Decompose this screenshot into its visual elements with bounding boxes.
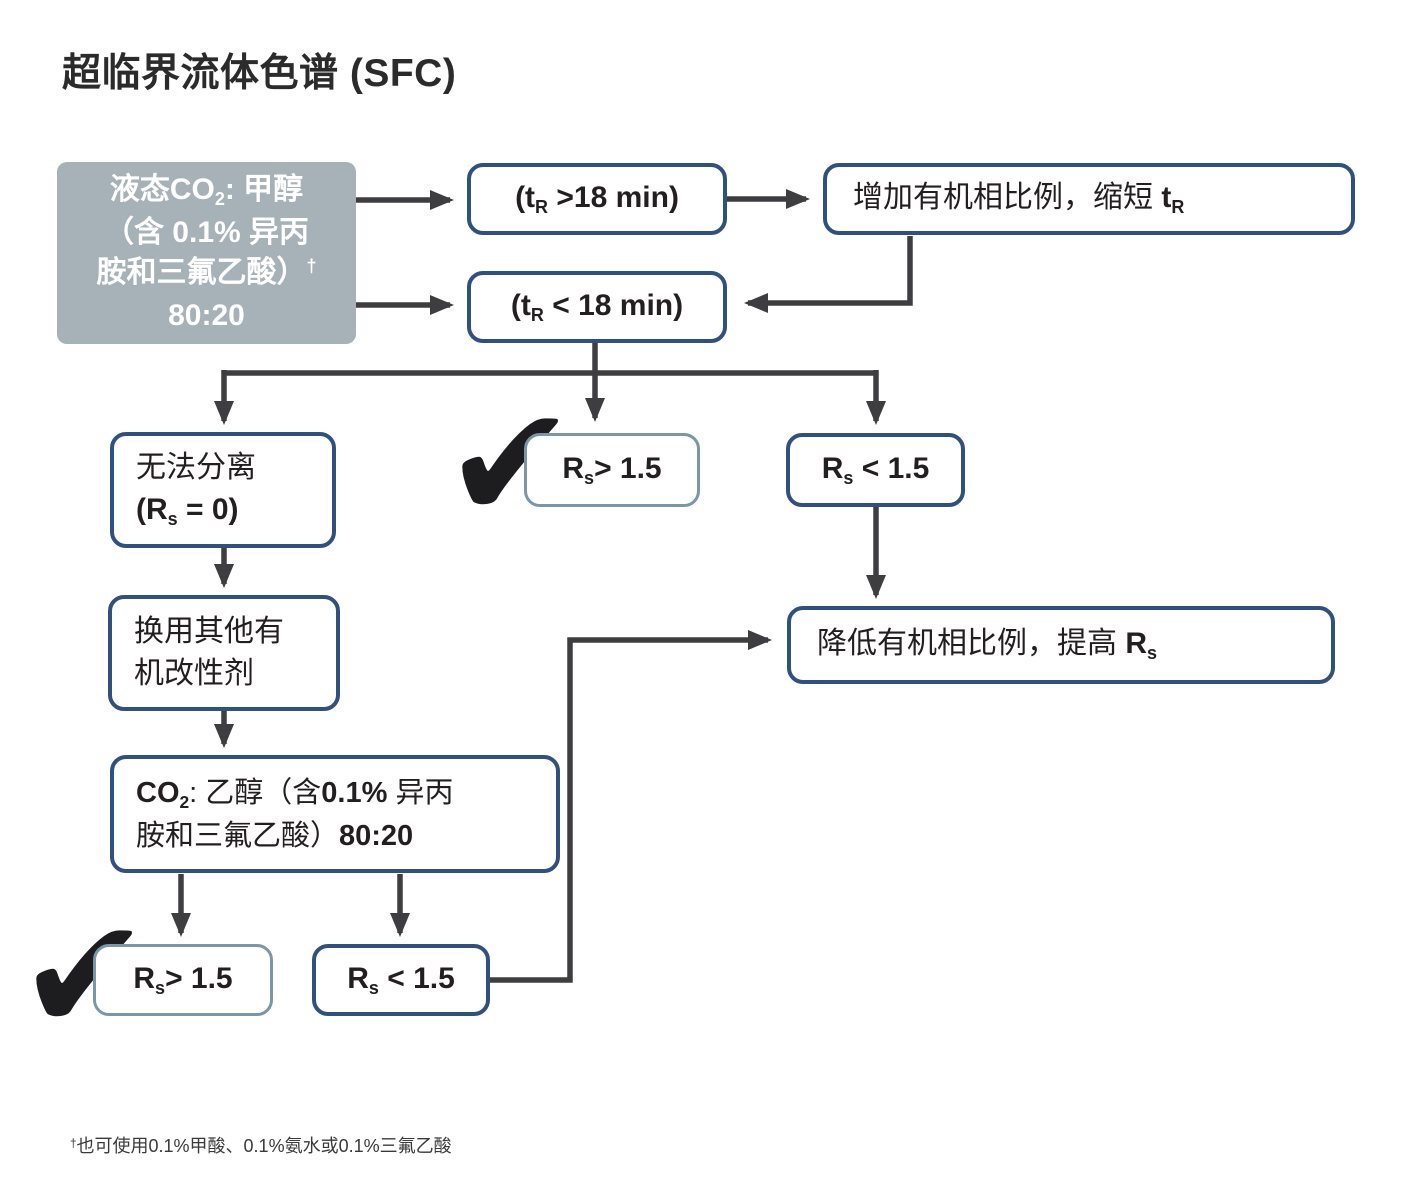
rs-ok-mid-label: Rs> 1.5 bbox=[562, 451, 662, 488]
rs-low-top-label: Rs < 1.5 bbox=[821, 451, 930, 488]
node-rs-ok-bottom: Rs> 1.5 bbox=[93, 944, 273, 1016]
node-change-modifier: 换用其他有 机改性剂 bbox=[108, 595, 340, 711]
node-rs-low-top: Rs < 1.5 bbox=[786, 433, 965, 507]
start-line1: 液态CO2: 甲醇 bbox=[109, 173, 304, 210]
connector-increase-to-trlt18 bbox=[744, 236, 913, 313]
node-decrease-organic: 降低有机相比例，提高 Rs bbox=[787, 606, 1335, 684]
node-increase-organic: 增加有机相比例，缩短 tR bbox=[823, 163, 1355, 235]
page-title: 超临界流体色谱 (SFC) bbox=[62, 52, 457, 95]
node-tr-lt-18min: (tR < 18 min) bbox=[467, 271, 727, 343]
node-start-mobile-phase: 液态CO2: 甲醇 （含 0.1% 异丙 胺和三氟乙酸）† 80:20 bbox=[57, 162, 356, 344]
start-line3: 胺和三氟乙酸）† bbox=[96, 256, 317, 289]
tr-lt18-label: (tR < 18 min) bbox=[510, 288, 684, 325]
tr-gt18-label: (tR >18 min) bbox=[515, 180, 679, 217]
node-co2-ethanol: CO2: 乙醇（含0.1% 异丙 胺和三氟乙酸）80:20 bbox=[110, 755, 560, 873]
footnote-text: 也可使用0.1%甲酸、0.1%氨水或0.1%三氟乙酸 bbox=[76, 1136, 452, 1156]
start-line4: 80:20 bbox=[168, 299, 245, 332]
connector-rslowbottom-to-decrease bbox=[490, 630, 772, 983]
node-tr-gt-18min: (tR >18 min) bbox=[467, 163, 727, 235]
decrease-label: 降低有机相比例，提高 Rs bbox=[817, 626, 1158, 663]
co2-line2: 胺和三氟乙酸）80:20 bbox=[136, 819, 414, 852]
rs-ok-bottom-label: Rs> 1.5 bbox=[133, 961, 233, 998]
node-rs-low-bottom: Rs < 1.5 bbox=[312, 944, 490, 1016]
node-rs-ok-mid: Rs> 1.5 bbox=[524, 433, 700, 507]
node-no-separation: 无法分离 (Rs = 0) bbox=[110, 432, 336, 548]
change-line1: 换用其他有 bbox=[134, 615, 284, 648]
no-sep-line1: 无法分离 bbox=[136, 450, 256, 484]
no-sep-line2: (Rs = 0) bbox=[136, 492, 239, 529]
footnote: †也可使用0.1%甲酸、0.1%氨水或0.1%三氟乙酸 bbox=[70, 1134, 452, 1161]
co2-line1: CO2: 乙醇（含0.1% 异丙 bbox=[136, 776, 454, 812]
rs-low-bottom-label: Rs < 1.5 bbox=[347, 961, 455, 998]
increase-label: 增加有机相比例，缩短 tR bbox=[853, 180, 1185, 217]
footnote-dagger: † bbox=[70, 1136, 77, 1150]
start-line2: （含 0.1% 异丙 bbox=[103, 216, 310, 249]
change-line2: 机改性剂 bbox=[134, 657, 254, 690]
